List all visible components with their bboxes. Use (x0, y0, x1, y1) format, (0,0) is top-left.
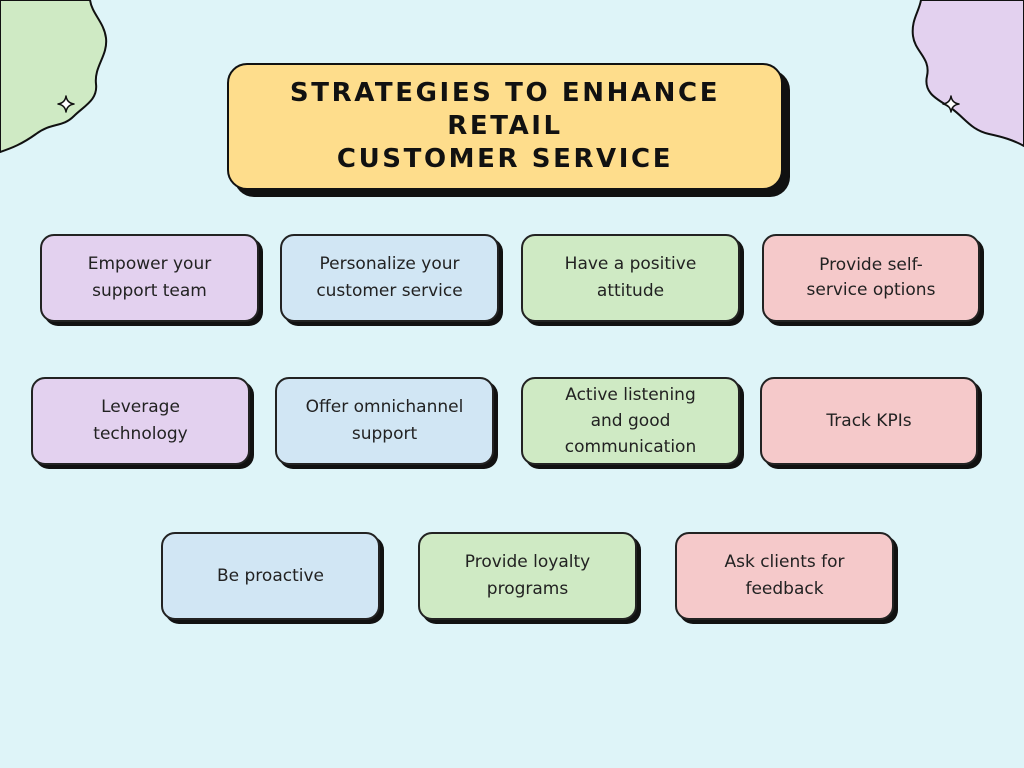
strategy-label: Personalize your customer service (316, 254, 463, 301)
strategy-card-loyalty-programs: Provide loyalty programs (418, 532, 637, 620)
strategy-card-be-proactive: Be proactive (161, 532, 380, 620)
sparkle-icon (57, 95, 75, 113)
corner-blob-right (911, 0, 1024, 148)
strategy-label: Ask clients for feedback (724, 552, 845, 599)
wavy-blob-icon (911, 0, 1024, 148)
strategy-label: Empower your support team (87, 254, 212, 301)
title-card: STRATEGIES TO ENHANCE RETAIL CUSTOMER SE… (227, 63, 783, 190)
strategy-label: Be proactive (216, 565, 324, 586)
strategy-label: Provide self- service options (806, 255, 936, 300)
strategy-label: Active listening and good communication (564, 385, 697, 457)
strategy-card-personalize-service: Personalize your customer service (280, 234, 499, 322)
strategy-card-positive-attitude: Have a positive attitude (521, 234, 740, 322)
wavy-blob-icon (0, 0, 108, 154)
strategy-label: Offer omnichannel support (305, 397, 464, 444)
strategy-card-track-kpis: Track KPIs (760, 377, 978, 465)
strategy-card-leverage-technology: Leverage technology (31, 377, 250, 465)
strategy-card-active-listening: Active listening and good communication (521, 377, 740, 465)
page-title: STRATEGIES TO ENHANCE RETAIL CUSTOMER SE… (289, 78, 721, 174)
strategy-card-self-service: Provide self- service options (762, 234, 980, 322)
strategy-label: Have a positive attitude (564, 254, 697, 301)
strategy-label: Leverage technology (93, 397, 188, 444)
corner-blob-left (0, 0, 108, 154)
strategy-label: Provide loyalty programs (464, 552, 591, 599)
sparkle-icon (942, 95, 960, 113)
strategy-label: Track KPIs (826, 410, 912, 431)
strategy-card-empower-support-team: Empower your support team (40, 234, 259, 322)
strategy-card-omnichannel-support: Offer omnichannel support (275, 377, 494, 465)
strategy-card-ask-feedback: Ask clients for feedback (675, 532, 894, 620)
